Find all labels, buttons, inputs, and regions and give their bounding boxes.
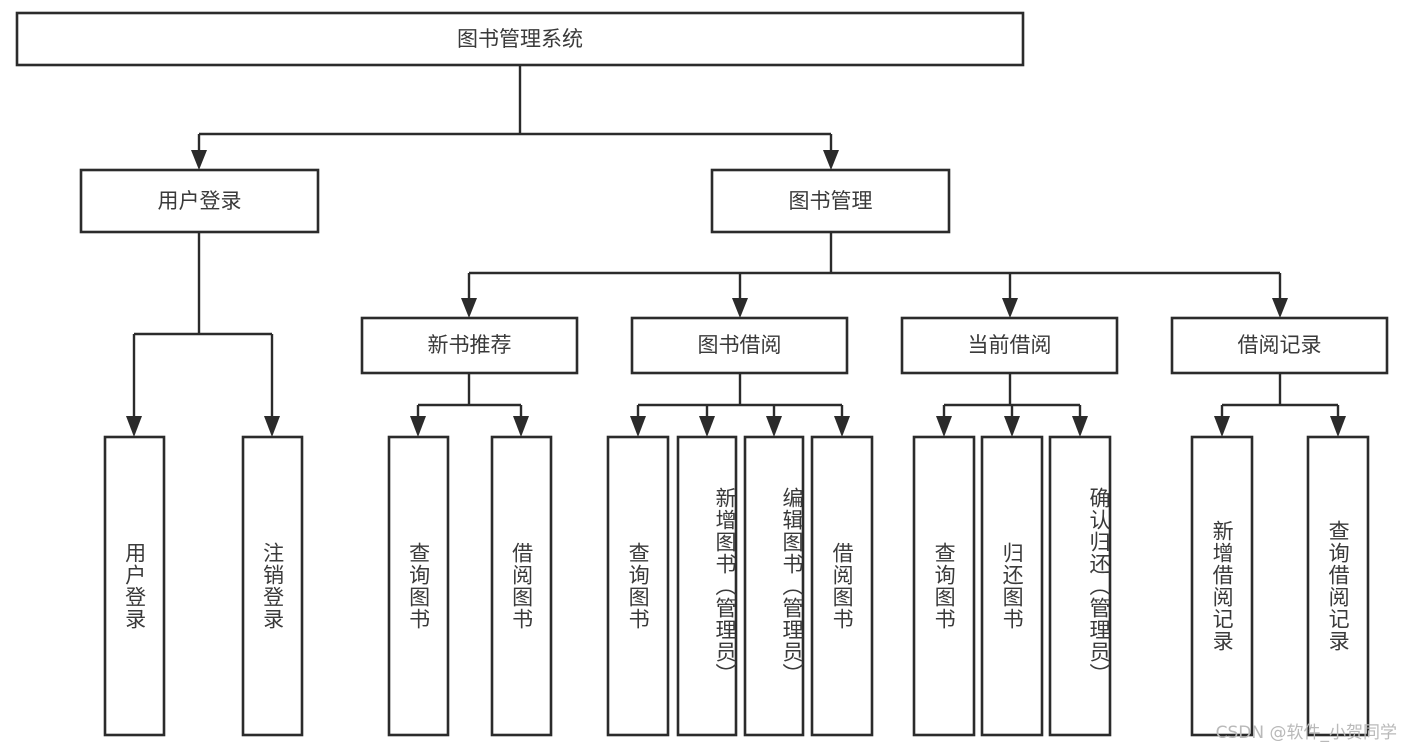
arrow-head-book-borrow-leaf-4 (834, 416, 850, 437)
arrow-head-current-borrow-leaf-1 (936, 416, 952, 437)
node-box-leaf-borrow-records-1[interactable] (1190, 435, 1254, 737)
node-box-leaf-current-borrow-3[interactable] (1048, 435, 1112, 737)
arrow-head-new-book-leaf-2 (513, 416, 529, 437)
arrow-head-current-borrow-leaf-2 (1004, 416, 1020, 437)
arrow-head-new-book (461, 298, 477, 318)
node-box-leaf-book-borrow-2[interactable] (676, 435, 738, 737)
node-label-borrow-records: 借阅记录 (1238, 333, 1322, 357)
connector-group-user-login (126, 232, 280, 437)
node-box-leaf-current-borrow-2[interactable] (980, 435, 1044, 737)
node-label-current-borrow: 当前借阅 (968, 333, 1052, 357)
node-box-leaf-user-login-2[interactable] (241, 435, 304, 737)
connector-group-new-book (410, 373, 529, 437)
node-box-leaf-new-book-1[interactable] (387, 435, 450, 737)
connector-group-book-borrow (630, 373, 850, 437)
arrow-head-borrow-records (1272, 298, 1288, 318)
arrow-head-current-borrow-leaf-3 (1072, 416, 1088, 437)
arrow-head-current-borrow (1002, 298, 1018, 318)
node-box-leaf-book-borrow-4[interactable] (810, 435, 874, 737)
node-box-leaf-book-borrow-3[interactable] (743, 435, 805, 737)
node-label-root: 图书管理系统 (457, 27, 583, 51)
node-label-book-management: 图书管理 (789, 189, 873, 213)
node-box-leaf-borrow-records-2[interactable] (1306, 435, 1370, 737)
arrow-head-user-login-leaf-2 (264, 416, 280, 437)
arrow-head-borrow-records-leaf-2 (1330, 416, 1346, 437)
arrow-head-new-book-leaf-1 (410, 416, 426, 437)
arrow-head-user-login (191, 150, 207, 170)
arrow-head-book-borrow (732, 298, 748, 318)
node-box-user-login[interactable] (79, 168, 320, 234)
arrow-head-book-borrow-leaf-1 (630, 416, 646, 437)
connector-group-borrow-records (1214, 373, 1346, 437)
arrow-head-borrow-records-leaf-1 (1214, 416, 1230, 437)
node-label-new-book-recommend: 新书推荐 (428, 333, 512, 357)
node-box-borrow-records[interactable] (1170, 316, 1389, 375)
arrow-head-book-borrow-leaf-2 (699, 416, 715, 437)
connector-group-root (191, 65, 839, 170)
node-box-book-borrow[interactable] (630, 316, 849, 375)
node-box-root[interactable] (15, 11, 1025, 67)
node-box-current-borrow[interactable] (900, 316, 1119, 375)
csdn-watermark: CSDN @软件_小贺同学 (1215, 723, 1397, 743)
node-label-book-borrow: 图书借阅 (698, 333, 782, 357)
node-box-leaf-user-login-1[interactable] (103, 435, 166, 737)
connector-group-book-mgmt (461, 232, 1288, 318)
node-box-book-management[interactable] (710, 168, 951, 234)
arrow-head-book-borrow-leaf-3 (766, 416, 782, 437)
arrow-head-book-mgmt (823, 150, 839, 170)
node-box-leaf-current-borrow-1[interactable] (912, 435, 976, 737)
node-box-new-book-recommend[interactable] (360, 316, 579, 375)
node-box-leaf-book-borrow-1[interactable] (606, 435, 670, 737)
node-label-user-login: 用户登录 (158, 189, 242, 213)
arrow-head-user-login-leaf-1 (126, 416, 142, 437)
node-box-leaf-new-book-2[interactable] (490, 435, 553, 737)
connector-group-current-borrow (936, 373, 1088, 437)
